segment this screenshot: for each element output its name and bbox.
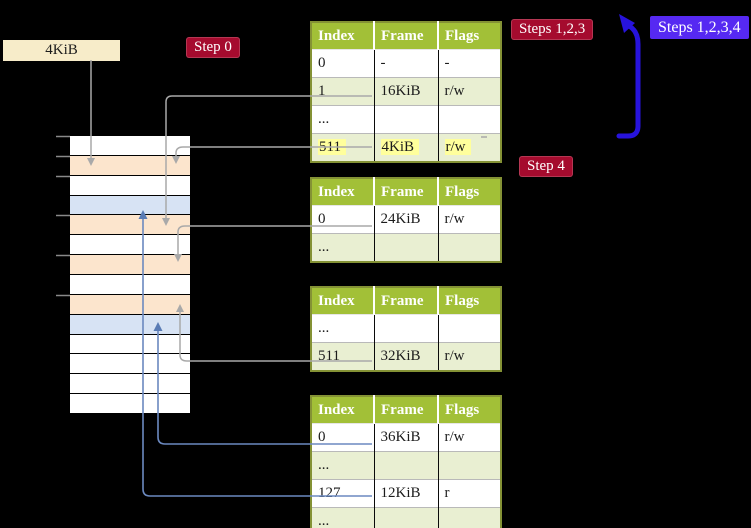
column-header-index: Index: [311, 178, 374, 206]
cell-index: 511: [311, 133, 374, 162]
memory-row-orange: [70, 294, 190, 314]
table-row: ...: [311, 314, 501, 343]
table-row-highlighted: 511 4KiB r/w: [311, 133, 501, 162]
physical-memory-strip: [70, 136, 190, 414]
cell-frame: 4KiB: [373, 133, 438, 162]
column-header-flags: Flags: [437, 178, 501, 206]
cell-frame: 12KiB: [373, 479, 438, 508]
column-header-index: Index: [311, 396, 374, 424]
memory-row-white: [70, 275, 190, 294]
cell-index: ...: [311, 233, 374, 262]
highlight-mark: 4KiB: [380, 139, 420, 155]
table-row: ...: [311, 233, 501, 262]
memory-row-white: [70, 354, 190, 374]
header-row: Index Frame Flags: [311, 22, 501, 50]
cell-flags: r/w: [437, 423, 501, 452]
cell-index: 0: [311, 49, 374, 78]
page-table-second: Index Frame Flags 0 24KiB r/w ...: [310, 177, 502, 263]
badge-steps-1234: Steps 1,2,3,4: [650, 16, 749, 39]
column-header-index: Index: [311, 287, 374, 315]
cell-index: 511: [311, 342, 374, 371]
cell-flags: r/w: [437, 77, 501, 106]
header-row: Index Frame Flags: [311, 396, 501, 424]
memory-row-white: [70, 235, 190, 255]
column-header-index: Index: [311, 22, 374, 50]
cell-flags: [437, 105, 501, 134]
cell-frame: 16KiB: [373, 77, 438, 106]
cell-flags: r/w: [437, 133, 501, 162]
cell-frame: [373, 233, 438, 262]
highlight-mark: 511: [318, 139, 346, 155]
table-row: ...: [311, 451, 501, 480]
memory-row-white: [70, 136, 190, 155]
header-row: Index Frame Flags: [311, 178, 501, 206]
memory-row-white: [70, 175, 190, 195]
table-row: ...: [311, 105, 501, 134]
table-row: 1 16KiB r/w: [311, 77, 501, 106]
frame-size-label: 4KiB: [3, 40, 120, 61]
column-header-flags: Flags: [437, 22, 501, 50]
page-table-top: Index Frame Flags 0 - - 1 16KiB r/w ... …: [310, 21, 502, 163]
loop-arrow-shaft: [616, 23, 641, 139]
cell-index: ...: [311, 451, 374, 480]
column-header-frame: Frame: [373, 396, 438, 424]
memory-row-blue: [70, 195, 190, 215]
cell-flags: r/w: [437, 205, 501, 234]
cell-index: 127: [311, 479, 374, 508]
page-table-third: Index Frame Flags ... 511 32KiB r/w: [310, 286, 502, 372]
table-row: 0 - -: [311, 49, 501, 78]
memory-row-orange: [70, 155, 190, 175]
badge-step-0: Step 0: [186, 37, 240, 58]
cell-frame: [373, 105, 438, 134]
memory-row-white: [70, 374, 190, 394]
cell-flags: [437, 507, 501, 528]
cell-index: 1: [311, 77, 374, 106]
table-row: 0 24KiB r/w: [311, 205, 501, 234]
memory-row-white: [70, 394, 190, 414]
cell-flags: [437, 451, 501, 480]
table-row: 127 12KiB r: [311, 479, 501, 508]
cell-index: 0: [311, 205, 374, 234]
table-row: 511 32KiB r/w: [311, 342, 501, 371]
column-header-flags: Flags: [437, 396, 501, 424]
cell-flags: r/w: [437, 342, 501, 371]
cell-flags: -: [437, 49, 501, 78]
cell-flags: [437, 314, 501, 343]
cell-index: ...: [311, 105, 374, 134]
cell-frame: 36KiB: [373, 423, 438, 452]
cell-index: ...: [311, 314, 374, 343]
badge-step-4: Step 4: [519, 156, 573, 177]
cell-frame: [373, 507, 438, 528]
highlight-mark: r/w: [444, 139, 471, 155]
header-row: Index Frame Flags: [311, 287, 501, 315]
table-row: ...: [311, 507, 501, 528]
memory-row-orange: [70, 215, 190, 235]
column-header-frame: Frame: [373, 178, 438, 206]
memory-row-white: [70, 334, 190, 354]
cell-index: ...: [311, 507, 374, 528]
cell-frame: -: [373, 49, 438, 78]
cell-frame: 32KiB: [373, 342, 438, 371]
column-header-frame: Frame: [373, 22, 438, 50]
memory-row-blue: [70, 314, 190, 334]
cell-frame: [373, 314, 438, 343]
cell-flags: [437, 233, 501, 262]
column-header-flags: Flags: [437, 287, 501, 315]
cell-frame: 24KiB: [373, 205, 438, 234]
table-row: 0 36KiB r/w: [311, 423, 501, 452]
page-table-bottom: Index Frame Flags 0 36KiB r/w ... 127 12…: [310, 395, 502, 528]
column-header-frame: Frame: [373, 287, 438, 315]
badge-steps-123: Steps 1,2,3: [511, 19, 594, 40]
memory-tick-marks: [56, 135, 70, 297]
memory-row-orange: [70, 255, 190, 275]
steps-loop-arrow: [616, 14, 641, 139]
cell-frame: [373, 451, 438, 480]
cell-index: 0: [311, 423, 374, 452]
arrowhead-upleft-icon: [619, 14, 635, 33]
cell-flags: r: [437, 479, 501, 508]
